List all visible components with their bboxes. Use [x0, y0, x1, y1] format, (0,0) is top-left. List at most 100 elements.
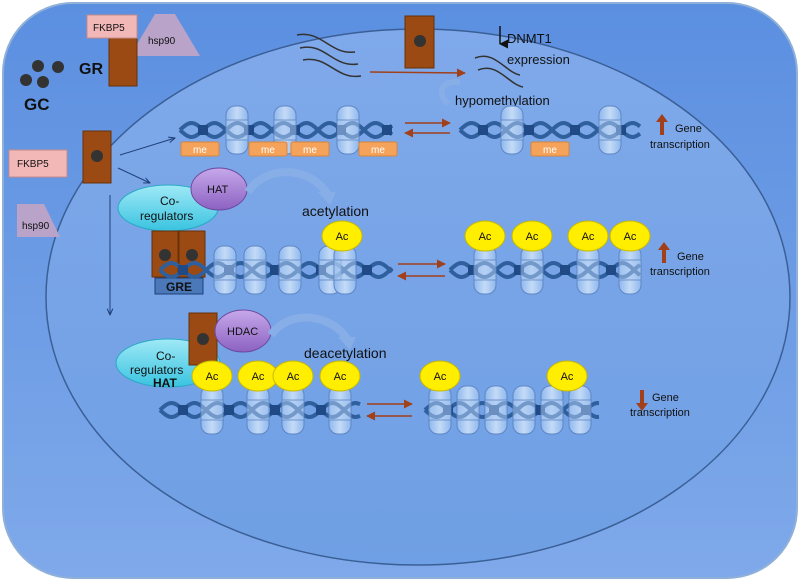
- methyl-mark: [180, 141, 220, 157]
- histone-front: [512, 399, 536, 421]
- curved-arrow-head-2: [338, 337, 356, 350]
- coregulators-line1-bottom: Co-: [156, 349, 175, 363]
- curved-arrow-acetylation: [244, 168, 332, 198]
- histone-front: [576, 259, 600, 281]
- dna-strand-mid-left: Ac: [158, 220, 394, 295]
- histone-front: [484, 399, 508, 421]
- methyl-label: me: [193, 145, 207, 156]
- dna-base: [244, 125, 254, 135]
- curved-arrow-icon: [438, 78, 461, 107]
- histone-front: [500, 119, 524, 141]
- histone-front: [618, 259, 642, 281]
- up-arrow-icon-mid: [658, 242, 670, 263]
- arrow-to-methylation: [119, 138, 175, 156]
- acetyl-mark: [511, 220, 553, 252]
- hsp90-label-left: hsp90: [22, 221, 50, 232]
- deacetylation-label: deacetylation: [304, 345, 387, 361]
- acetyl-label: Ac: [526, 231, 539, 243]
- arrow-to-acetylation: [117, 167, 150, 183]
- dna-strand-top-right: me: [458, 105, 642, 157]
- transcription-label-top: transcription: [650, 139, 710, 151]
- acetyl-label: Ac: [252, 371, 265, 383]
- transcription-label-bottom: transcription: [630, 407, 690, 419]
- acetyl-mark: [319, 360, 361, 392]
- gc-dot-dimer-r: [186, 249, 198, 261]
- acetyl-mark: [191, 360, 233, 392]
- nucleus: [45, 28, 791, 566]
- gc-bound-dot: [91, 150, 103, 162]
- fkbp5-box-left: [8, 149, 68, 178]
- curved-arrow-head: [318, 192, 336, 205]
- gc-dot-dimer-l: [159, 249, 171, 261]
- hat-label: HAT: [207, 184, 228, 196]
- histone-front: [333, 259, 357, 281]
- acetyl-label: Ac: [561, 371, 574, 383]
- acetyl-mark: [321, 220, 363, 252]
- dna-base: [270, 265, 280, 275]
- histone-front: [336, 119, 360, 141]
- dna-base: [560, 265, 570, 275]
- fkbp5-label-left: FKBP5: [17, 159, 49, 170]
- dna-base: [514, 265, 524, 275]
- histone-front: [246, 399, 270, 421]
- dna-base: [535, 405, 545, 415]
- mrna-strands-left: [296, 33, 362, 78]
- acetyl-label: Ac: [479, 231, 492, 243]
- coregulators-line1: Co-: [160, 194, 179, 208]
- down-arrow-icon-bottom: [636, 390, 648, 411]
- expression-label: expression: [507, 52, 570, 67]
- gc-label: GC: [24, 95, 50, 114]
- acetyl-mark: [464, 220, 506, 252]
- gr-receptor-top: [108, 35, 138, 87]
- methyl-label: me: [261, 145, 275, 156]
- dna-base: [570, 125, 580, 135]
- gc-molecules: [20, 60, 64, 88]
- gene-label-mid: Gene: [677, 251, 704, 263]
- dna-base: [468, 265, 478, 275]
- fkbp5-label-top: FKBP5: [93, 23, 125, 34]
- methyl-mark: [248, 141, 288, 157]
- gc-bound-dot-2: [414, 35, 426, 47]
- histone-front: [328, 399, 352, 421]
- up-arrow-icon: [656, 114, 668, 135]
- gene-label-bottom: Gene: [652, 392, 679, 404]
- acetyl-mark: [567, 220, 609, 252]
- methyl-label: me: [543, 145, 557, 156]
- dna-base: [270, 405, 280, 415]
- hdac-label: HDAC: [227, 326, 258, 338]
- methyl-label: me: [371, 145, 385, 156]
- gre-label: GRE: [166, 280, 192, 294]
- histone-front: [243, 259, 267, 281]
- gene-label-top: Gene: [675, 123, 702, 135]
- histone-front: [273, 119, 297, 141]
- coregulators-line2: regulators: [140, 209, 193, 223]
- histone-front: [200, 399, 224, 421]
- dna-base: [178, 405, 188, 415]
- coregulators-line2-bottom: regulators: [130, 363, 183, 377]
- histone-front: [225, 119, 249, 141]
- curved-arrow-deacetylation: [267, 313, 352, 343]
- acetyl-label: Ac: [287, 371, 300, 383]
- gr-label: GR: [79, 61, 103, 78]
- acetyl-mark: [419, 360, 461, 392]
- hsp90-shape-top: [130, 14, 200, 56]
- dna-base: [382, 125, 392, 135]
- acetyl-mark: [609, 220, 651, 252]
- dna-base: [362, 265, 372, 275]
- methyl-mark: [530, 141, 570, 157]
- acetyl-label: Ac: [624, 231, 637, 243]
- hsp90-shape-left: [17, 204, 60, 237]
- fkbp5-box-top: [86, 14, 138, 39]
- methyl-mark: [290, 141, 330, 157]
- dna-base: [478, 125, 488, 135]
- dna-base: [316, 405, 326, 415]
- transcription-label-mid: transcription: [650, 266, 710, 278]
- acetyl-label: Ac: [434, 371, 447, 383]
- acetyl-label: Ac: [336, 231, 349, 243]
- hsp90-label-top: hsp90: [148, 36, 176, 47]
- acetyl-label: Ac: [206, 371, 219, 383]
